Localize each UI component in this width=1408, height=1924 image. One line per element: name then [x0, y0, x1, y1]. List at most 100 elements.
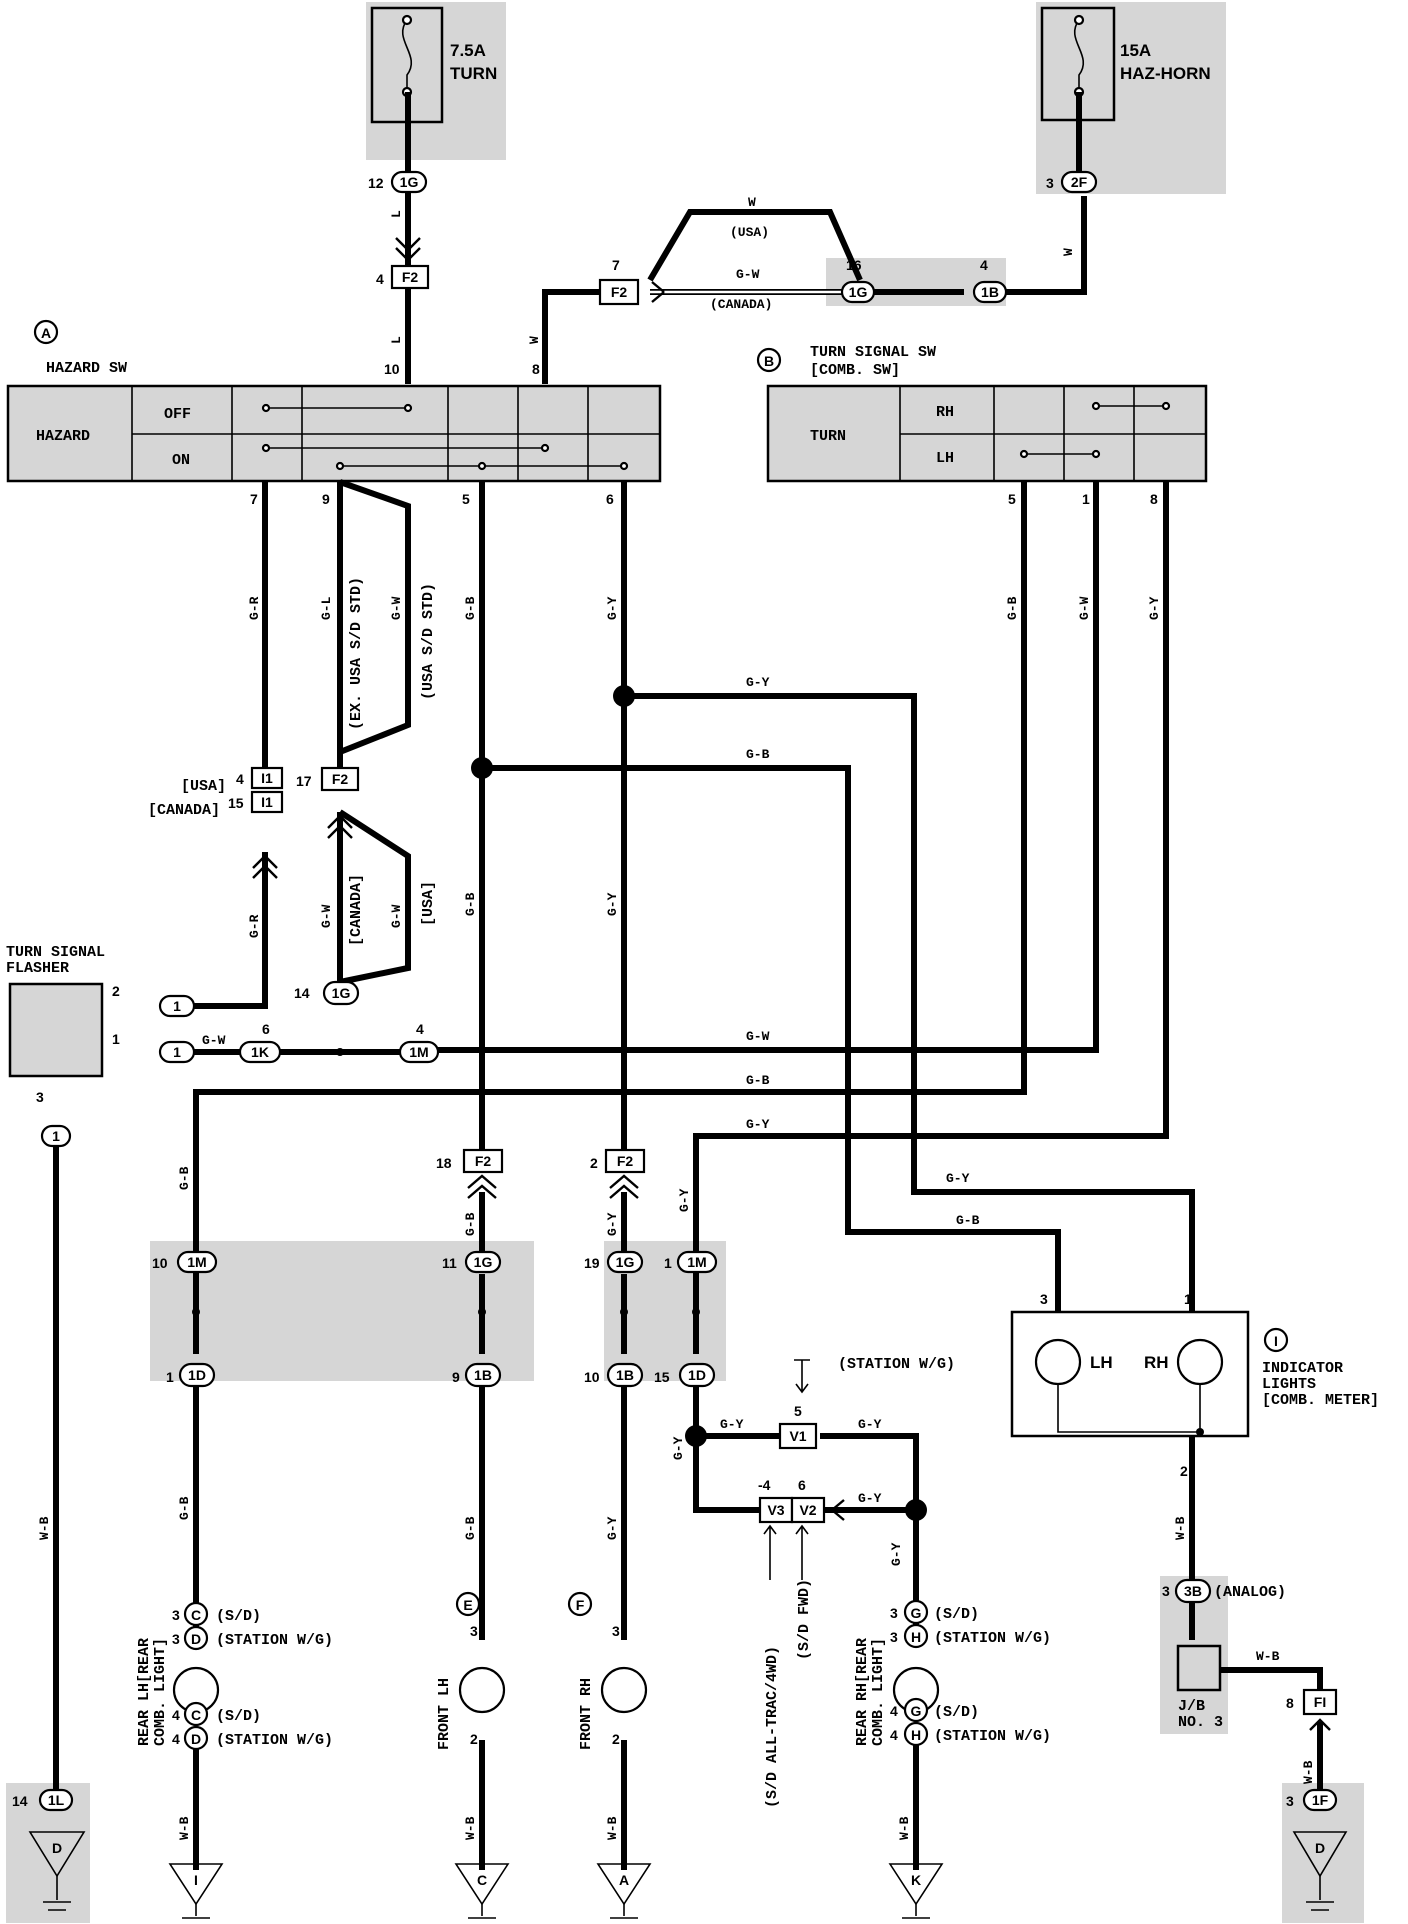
pin-9-hz: 9 [322, 491, 330, 507]
wl-gr-1: G-R [247, 596, 262, 620]
wl-gy-v5: G-Y [677, 1188, 692, 1212]
pin-2-flh: 2 [470, 1731, 478, 1747]
wl-gy-v2: G-Y [605, 892, 620, 916]
front-rh-label: FRONT RH [578, 1678, 595, 1750]
front-lh-label: FRONT LH [436, 1678, 453, 1750]
wl-wb-flh: W-B [463, 1816, 478, 1840]
cond-canada-top: (CANADA) [710, 297, 772, 312]
wl-gw-v2: G-W [319, 904, 334, 928]
turn-sw-letter: B [764, 353, 774, 369]
pin-1-1m: 1 [664, 1255, 672, 1271]
ground-c-label: C [477, 1872, 487, 1888]
indicator-letter: I [1274, 1333, 1278, 1349]
ground-k: K [888, 1863, 944, 1919]
pin-4-1m: 4 [416, 1021, 424, 1037]
wl-gy-h3: G-Y [946, 1171, 970, 1186]
conn-1b-10: 1B [616, 1367, 634, 1383]
conn-h-rr3: H [911, 1629, 921, 1645]
conn-g-rr3: G [911, 1605, 922, 1621]
conn-1-b: 1 [173, 1044, 181, 1060]
flasher-shade [10, 984, 102, 1076]
conn-2f: 2F [1071, 174, 1088, 190]
pin-2-f2: 2 [590, 1155, 598, 1171]
wl-gy-v3: G-Y [605, 1212, 620, 1236]
wl-gw-fl: G-W [202, 1033, 226, 1048]
rear-lh-label2: COMB. LIGHT] [152, 1638, 169, 1746]
pin-4-rr-h: 4 [890, 1727, 898, 1743]
cond-sd-rl4: (S/D) [216, 1708, 261, 1725]
conn-1g-top: 1G [400, 174, 419, 190]
wl-gb-v4: G-B [463, 1516, 478, 1540]
pin-6-1k: 6 [262, 1021, 270, 1037]
cond-canada-v: [CANADA] [348, 874, 365, 946]
pin-4-rl-d: 4 [172, 1731, 180, 1747]
fuse-turn: 7.5A TURN [370, 6, 497, 124]
pin-15-1d: 15 [654, 1369, 670, 1385]
conn-1m-1: 1M [687, 1254, 706, 1270]
conn-v1: V1 [789, 1428, 806, 1444]
pin-16: 16 [846, 257, 862, 273]
pin-9-1b: 9 [452, 1369, 460, 1385]
conn-1b-9: 1B [474, 1367, 492, 1383]
lamp-front-lh: E [455, 1591, 506, 1714]
indicator-lights: LH RH I INDICATOR LIGHTS [COMB. METER] [1010, 1310, 1379, 1438]
hazard-sw-title: HAZARD SW [46, 360, 127, 377]
wl-l-2: L [389, 336, 404, 344]
pin-4-rl-c: 4 [172, 1707, 180, 1723]
jb3-line2: NO. 3 [1178, 1714, 1223, 1731]
pin-18-f2: 18 [436, 1155, 452, 1171]
conn-f2-2: F2 [617, 1153, 634, 1169]
conn-1d-15: 1D [688, 1367, 706, 1383]
wl-w-usa: W [748, 195, 756, 210]
pin-4-1b: 4 [980, 257, 988, 273]
pin-4-v3: -4 [758, 1477, 771, 1493]
pin-1-1d: 1 [166, 1369, 174, 1385]
conn-i1-usa: I1 [261, 770, 273, 786]
indicator-title1: INDICATOR [1262, 1360, 1343, 1377]
front-lh-letter: E [463, 1597, 472, 1613]
conn-fi: FI [1314, 1694, 1326, 1710]
conn-f2-7: F2 [611, 284, 628, 300]
turn-sw-title: TURN SIGNAL SW [810, 344, 936, 361]
pin-3-1f: 3 [1286, 1793, 1294, 1809]
cond-station-rr3: (STATION W/G) [934, 1630, 1051, 1647]
conn-f2-17: F2 [332, 771, 349, 787]
conn-d-rl3: D [191, 1631, 201, 1647]
flasher-title1: TURN SIGNAL [6, 944, 105, 961]
conn-d-rl4: D [191, 1731, 201, 1747]
grounds: D I C A K [28, 1831, 1348, 1919]
conn-1l: 1L [48, 1792, 65, 1808]
wl-gw-ts: G-W [1077, 596, 1092, 620]
conn-i1-canada: I1 [261, 794, 273, 810]
wl-gy-h1: G-Y [746, 675, 770, 690]
pin-2-frh: 2 [612, 1731, 620, 1747]
cond-usa-sd-std: (USA S/D STD) [420, 583, 437, 700]
cond-analog: (ANALOG) [1214, 1584, 1286, 1601]
ground-c: C [454, 1863, 510, 1919]
conn-1b-top: 1B [981, 284, 999, 300]
pin-3-ind: 3 [1040, 1291, 1048, 1307]
wl-wb-rl: W-B [177, 1816, 192, 1840]
wl-gb-v2: G-B [463, 892, 478, 916]
indicator-lh: LH [1090, 1353, 1113, 1372]
pin-5-v1: 5 [794, 1403, 802, 1419]
wl-gy-v7: G-Y [889, 1542, 904, 1566]
cond-sd-alltrac: (S/D ALL-TRAC/4WD) [764, 1646, 781, 1808]
cond-station-rl4: (STATION W/G) [216, 1732, 333, 1749]
wl-gy-v4: G-Y [605, 1516, 620, 1540]
connectors: 1G F2 2F 1B 1G F2 I1 I1 F2 1 1 1G 1K [38, 170, 1338, 1812]
conn-v3: V3 [767, 1502, 784, 1518]
pin-4-f2: 4 [376, 271, 384, 287]
pin-1-ts: 1 [1082, 491, 1090, 507]
pin-19-1g: 19 [584, 1255, 600, 1271]
hazard-sw-letter: A [41, 325, 51, 341]
wl-gw-canada: G-W [736, 267, 760, 282]
pin-10-1m: 10 [152, 1255, 168, 1271]
wl-gb-v1: G-B [463, 596, 478, 620]
wl-gy-v1a: G-Y [720, 1417, 744, 1432]
wl-wb-frh: W-B [605, 1816, 620, 1840]
pin-3-rr-g: 3 [890, 1605, 898, 1621]
turn-sw-label: TURN [810, 428, 846, 445]
conn-1-gnd: 1 [52, 1128, 60, 1144]
